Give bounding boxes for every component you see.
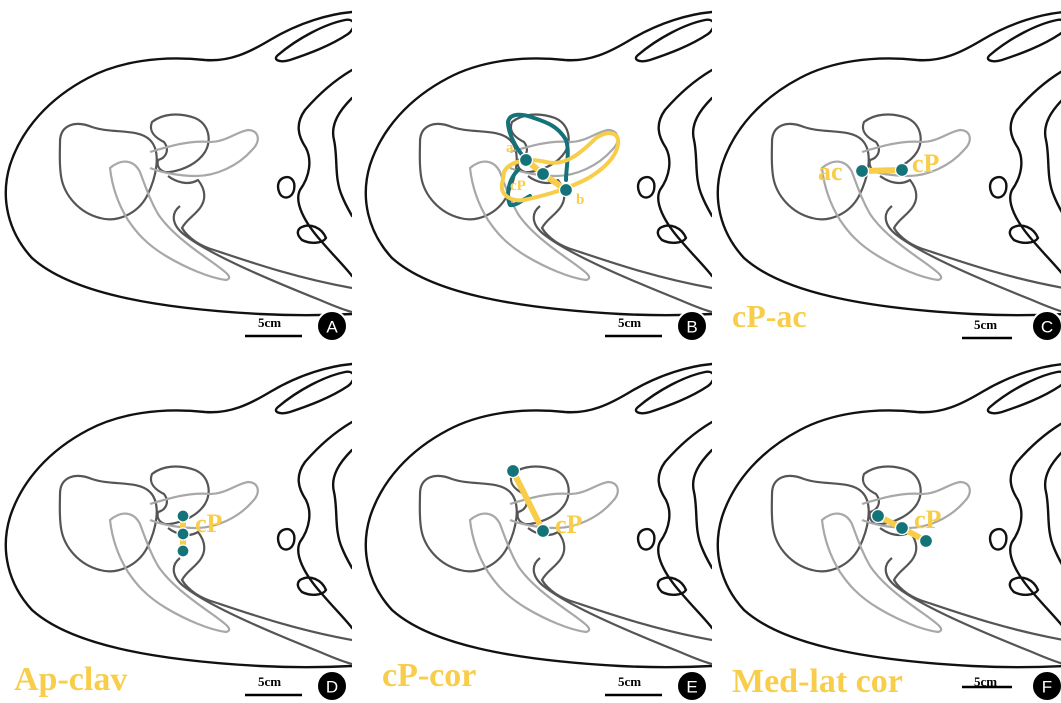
point-ac: [856, 165, 869, 178]
label-cp: cP: [510, 178, 526, 194]
panel-e: cP cP-cor 5cm E: [366, 364, 714, 701]
label-b: b: [576, 192, 584, 208]
panel-b: a cP b 5cm B: [366, 12, 714, 341]
label-cp: cP: [195, 509, 223, 538]
scale-label: 5cm: [618, 674, 641, 689]
measurement-name: cP-ac: [732, 298, 807, 334]
label-cp: cP: [912, 149, 940, 178]
panel-a: 5cm A: [6, 12, 354, 341]
point-cp: [896, 522, 909, 535]
panel-letter: F: [1042, 678, 1052, 697]
measurement-name: cP-cor: [382, 657, 476, 694]
point-bottom: [177, 545, 189, 557]
point-cp: [537, 525, 550, 538]
scale-label: 5cm: [258, 674, 281, 689]
scale-label: 5cm: [974, 317, 997, 332]
scale-label: 5cm: [258, 315, 281, 330]
scale-label: 5cm: [974, 674, 997, 689]
point-lateral: [920, 535, 933, 548]
panel-f: cP Med-lat cor 5cm F: [718, 364, 1061, 701]
measurement-name: Ap-clav: [14, 661, 127, 698]
point-proximal: [507, 465, 520, 478]
point-cp: [896, 164, 909, 177]
measurement-name: Med-lat cor: [732, 663, 903, 700]
point-b: [560, 184, 573, 197]
label-cp: cP: [555, 510, 583, 539]
scale-label: 5cm: [618, 315, 641, 330]
panel-letter: C: [1041, 318, 1053, 337]
panel-letter: D: [326, 678, 338, 697]
point-cp: [537, 168, 550, 181]
label-cp: cP: [914, 505, 942, 534]
label-a: a: [506, 140, 514, 156]
panel-d: cP Ap-clav 5cm D: [6, 364, 354, 701]
label-ac: ac: [818, 157, 843, 186]
point-top: [177, 510, 189, 522]
panel-c: ac cP cP-ac 5cm C: [718, 12, 1061, 341]
panel-letter: E: [686, 678, 697, 697]
panel-letter: B: [686, 318, 697, 337]
point-a: [520, 154, 533, 167]
point-mid: [177, 528, 189, 540]
panel-letter: A: [326, 318, 338, 337]
point-medial: [872, 510, 885, 523]
